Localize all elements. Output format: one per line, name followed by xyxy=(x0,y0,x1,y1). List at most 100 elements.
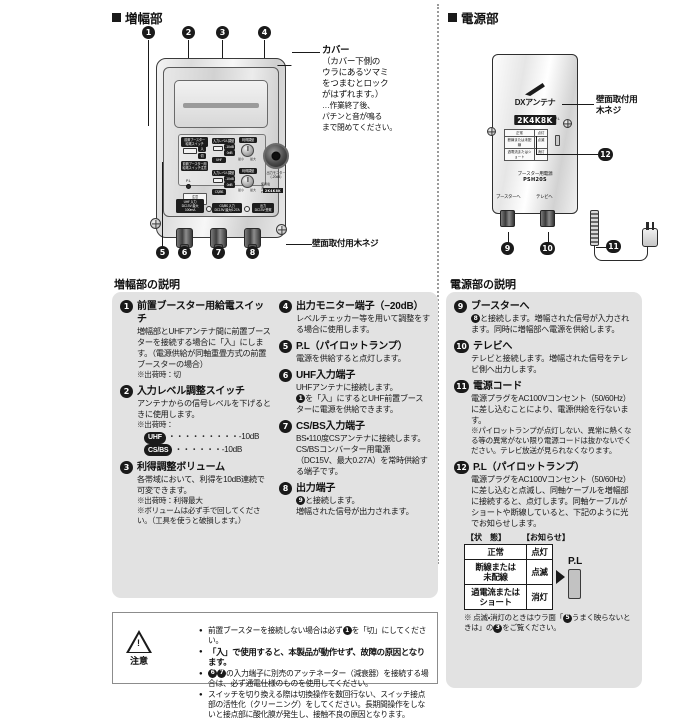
output-monitor-label: 出力モニター（-20dB） xyxy=(266,171,286,179)
amp-item-7-title: CS/BS入力端子 xyxy=(296,421,365,432)
input-level-0db-uhf: 0dB xyxy=(224,150,235,156)
tv-output-connector[interactable] xyxy=(540,210,555,227)
power-item-9-body-text: と接続します。増幅された信号が入力されます。同時に増幅部へ電源を供給します。 xyxy=(471,314,630,334)
power-section-title: 電源部 xyxy=(448,8,499,27)
power-k8k-badge: 2K4K8K xyxy=(514,115,556,125)
status-state-normal: 正常 xyxy=(464,544,527,560)
input-level-minus10-uhf: -10dB xyxy=(224,144,235,150)
callout-7: 7 xyxy=(212,246,225,259)
amp-item-3: 3 利得調整ボリューム 各帯域において、利得を10dB連続で可変できます。 ※出… xyxy=(120,461,271,526)
csbs-input-connector[interactable] xyxy=(210,228,227,252)
amp-item-5: 5 P.L（パイロットランプ） 電源を供給すると点灯します。 xyxy=(279,340,430,364)
callout-11: 11 xyxy=(606,240,621,253)
power-item-12-title: P.L（パイロットランプ） xyxy=(473,462,585,473)
power-item-11-num: 11 xyxy=(454,380,469,393)
callout-9: 9 xyxy=(501,242,514,255)
caution-item-1-pre: 前置ブースターを接続しない場合は必ず xyxy=(208,625,343,635)
amplifier-figure: 1 2 3 4 前置ブースター給電スイッチ 入 切 前置ブースター用給電スイッチ… xyxy=(142,26,298,259)
cover-callout-note2: …作業終了後、パチンと音が鳴るまで閉めてください。 xyxy=(322,101,397,132)
callout-1: 1 xyxy=(142,26,155,39)
power-item-10-body: テレビと接続します。増幅された信号をテレビ側へ出力します。 xyxy=(471,354,628,374)
amp-item-3-title: 利得調整ボリューム xyxy=(137,462,225,473)
power-item-10-title: テレビへ xyxy=(473,341,513,352)
amp-screw-leader xyxy=(286,244,312,245)
status-state-overcurrent: 過電流またはショート xyxy=(464,584,527,610)
status-arrow-icon xyxy=(556,570,565,584)
ground-screw-2 xyxy=(244,206,250,212)
caution-item-3: スイッチを切り換える際は切換操作を数回行ない、スイッチ接点部の活性化（クリーニン… xyxy=(199,690,431,721)
input-level-label-uhf: 入力レベル調整 xyxy=(212,138,235,144)
input-level-switch-csbs[interactable] xyxy=(213,178,223,183)
wall-mount-screw-icon xyxy=(276,224,287,235)
k8k-badge: 2K4K8K xyxy=(263,188,283,193)
amp-item-8-body2-text: と接続します。 xyxy=(305,496,360,505)
power-cord-strain-relief xyxy=(590,210,599,246)
front-booster-switch[interactable] xyxy=(183,148,197,154)
uhf-input-connector[interactable] xyxy=(176,228,193,252)
power-item-10-num: 10 xyxy=(454,340,469,353)
callout-12-leader-v xyxy=(536,136,537,154)
inline-ref-1: 1 xyxy=(296,394,305,404)
callout-12: 12 xyxy=(598,148,613,161)
status-header-state: 【状 態】 xyxy=(466,533,506,542)
amp-item-4: 4 出力モニター端子（−20dB） レベルチェッカー等を用いて調整をする場合に使… xyxy=(279,300,430,335)
caution-word: 注意 xyxy=(129,655,148,666)
callout-9-leader xyxy=(508,232,509,244)
amp-item-8-num: 8 xyxy=(279,482,292,495)
badge-uhf-value: -10dB xyxy=(238,432,260,441)
booster-output-connector[interactable] xyxy=(500,210,515,227)
status-footnote-mid: うまく映らないときは」の xyxy=(464,613,631,632)
switch-off-label: 切 xyxy=(198,153,206,159)
amp-item-2-title: 入力レベル調整スイッチ xyxy=(137,386,245,397)
power-model-plate: ブースター用電源 PSH20S xyxy=(493,171,577,183)
mini-row: 過電流またはショート消灯 xyxy=(505,149,547,160)
ground-screw-1 xyxy=(206,206,212,212)
power-model-line1: ブースター用電源 xyxy=(517,171,553,176)
pilot-lamp xyxy=(186,184,191,189)
callout-5-leader xyxy=(162,162,163,248)
amp-item-8-body: 増幅された信号が出力されます。 xyxy=(296,507,414,516)
gain-knob-uhf[interactable] xyxy=(241,144,254,157)
amplifier-section-title-text: 増幅部 xyxy=(125,12,163,26)
amp-item-2-badges: UHF ・・・・・・・・・-10dB CS/BS ・・・・・・-10dB xyxy=(137,431,271,456)
dx-logo-text: DXアンテナ xyxy=(514,98,556,107)
pl-lamp-label: P.L xyxy=(186,179,191,183)
badge-uhf-dots: ・・・・・・・・・ xyxy=(167,432,239,441)
status-footnote-post: をご覧ください。 xyxy=(502,623,561,632)
amp-item-3-note-1: ※出荷時：利得最大 xyxy=(137,496,203,505)
cover-leader-h xyxy=(292,52,320,53)
mini-notice: 点滅 xyxy=(537,137,545,142)
power-item-9-title: ブースターへ xyxy=(471,301,530,312)
wall-mount-screw-icon-2 xyxy=(150,218,161,229)
amp-item-2-body: アンテナからの信号レベルを下げるときに使用します。 xyxy=(137,399,271,419)
mini-state: 断線または未配線 xyxy=(505,137,535,148)
amp-item-6-body2-text: を「入」にするとUHF前置ブースターに電源を供給できます。 xyxy=(296,394,424,414)
input-level-switch-uhf[interactable] xyxy=(213,146,223,151)
status-notice-disconnected: 点滅 xyxy=(526,559,553,585)
output-connector[interactable] xyxy=(244,228,261,252)
amp-item-7-body: BS・110度CSアンテナに接続します。CS/BSコンバーター用電源（DC15V… xyxy=(296,434,428,476)
plug-prong-b xyxy=(651,222,654,230)
mini-row: 正常点灯 xyxy=(505,130,547,137)
power-item-11: 11 電源コード 電源プラグをAC100Vコンセント（50/60Hz）に差し込む… xyxy=(454,380,634,456)
power-item-11-title: 電源コード xyxy=(473,381,522,392)
power-item-12-num: 12 xyxy=(454,461,469,474)
output-monitor-jack[interactable] xyxy=(263,143,289,169)
amp-expl-col-left: 1 前置ブースター用給電スイッチ 増幅部とUHFアンテナ間に前置ブースターを接続… xyxy=(120,300,271,592)
amp-item-1-note: ※出荷時：切 xyxy=(137,370,181,379)
inline-ref-3: 3 xyxy=(493,623,503,633)
mini-notice: 点灯 xyxy=(537,130,545,135)
status-notice-normal: 点灯 xyxy=(526,544,553,560)
amp-wall-screw-callout: 壁面取付用木ネジ xyxy=(312,238,379,248)
amp-item-6-num: 6 xyxy=(279,369,292,382)
gain-knob-csbs[interactable] xyxy=(241,175,254,188)
callout-11-leader xyxy=(596,247,608,248)
callout-5: 5 xyxy=(156,246,169,259)
warning-triangle-icon: ! xyxy=(126,629,152,653)
